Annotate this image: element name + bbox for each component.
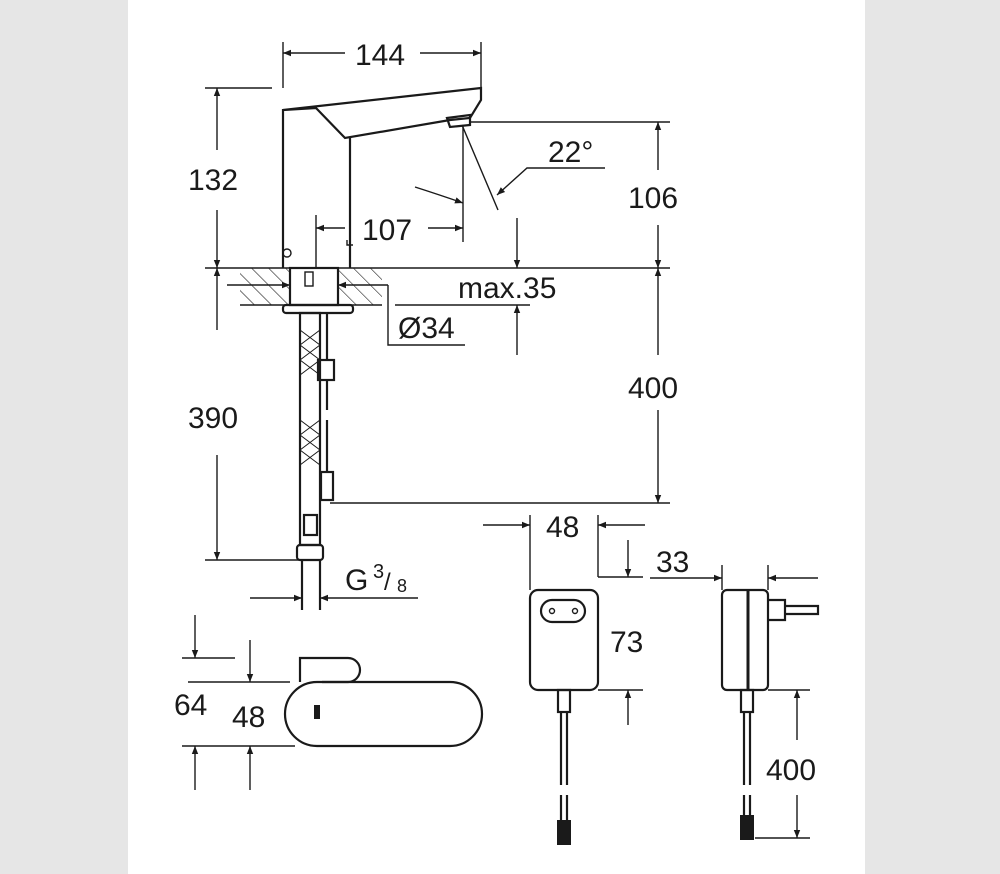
faucet-front-view bbox=[281, 86, 483, 268]
dim-side-height: 64 bbox=[174, 689, 207, 722]
dim-reach: 107 bbox=[362, 214, 412, 247]
dim-adapter-depth: 33 bbox=[656, 546, 689, 579]
dim-adapter-height: 73 bbox=[610, 626, 643, 659]
dim-thread-slash: / bbox=[384, 569, 391, 596]
dim-thread: G bbox=[345, 564, 368, 597]
dim-thread-numerator: 3 bbox=[373, 561, 384, 583]
dimension-lines bbox=[205, 42, 670, 602]
power-adapter-side bbox=[650, 565, 820, 840]
supply-hose bbox=[295, 311, 325, 610]
dim-adapter-width: 48 bbox=[546, 511, 579, 544]
dim-thread-denominator: 8 bbox=[397, 576, 407, 596]
dim-counter-thickness: max.35 bbox=[458, 272, 556, 305]
sensor-cable bbox=[316, 313, 670, 504]
faucet-side-view bbox=[182, 615, 484, 790]
dim-adapter-cable: 400 bbox=[766, 754, 816, 787]
dim-hole-diameter: Ø34 bbox=[398, 312, 455, 345]
dim-total-height: 132 bbox=[188, 164, 238, 197]
power-adapter-front bbox=[483, 515, 645, 845]
counter-section bbox=[205, 266, 670, 346]
dim-side-body-height: 48 bbox=[232, 701, 265, 734]
dim-cable-length: 400 bbox=[628, 372, 678, 405]
dim-outlet-height: 106 bbox=[628, 182, 678, 215]
drawing-sheet bbox=[128, 0, 865, 874]
dim-hose-length: 390 bbox=[188, 402, 238, 435]
dim-spray-angle: 22° bbox=[548, 136, 593, 169]
dim-spout-length: 144 bbox=[355, 39, 405, 72]
